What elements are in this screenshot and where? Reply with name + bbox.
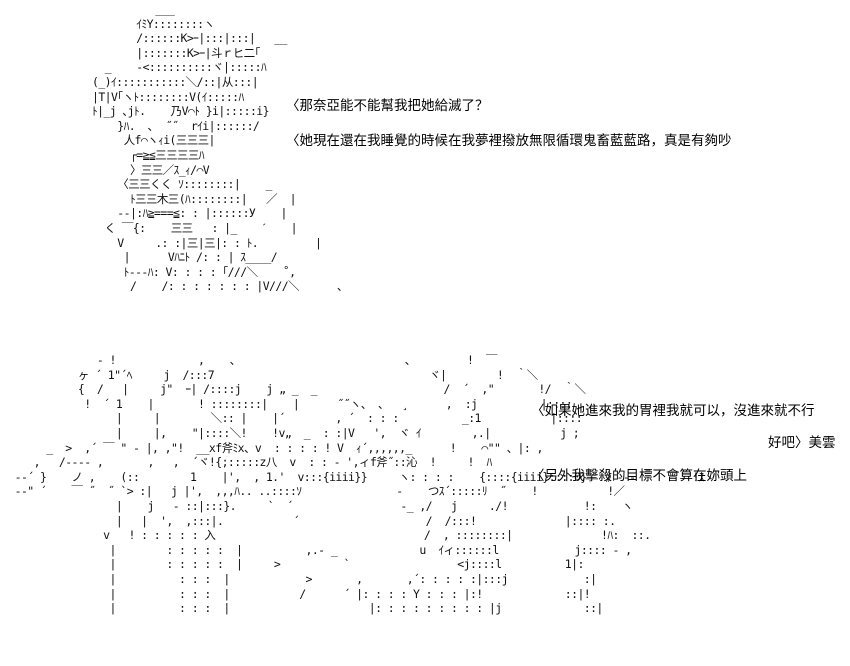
dialogue-line-5: 〈另外我擊殺的目標不會算在妳頭上 <box>531 468 747 484</box>
ascii-art-bottom-figures: - ! , 、 ､ ! ￣ ヶ ´ 1"´ﾍ j /:::7 ヾ| ! ｀＼ {… <box>14 353 716 616</box>
dialogue-line-3: 〈如果她進來我的胃裡我就可以，沒進來就不行 <box>531 403 815 419</box>
dialogue-line-4: 好吧〉美雲 <box>768 435 836 451</box>
dialogue-line-1: 〈那奈亞能不能幫我把她給滅了？ <box>286 98 489 114</box>
ascii-art-top-figure: ___ ｲﾐY::::::::ヽ /::::::K>ｰ|:::|:::| __ … <box>92 2 348 294</box>
dialogue-line-2: 〈她現在還在我睡覺的時候在我夢裡撥放無限循環鬼畜藍藍路，真是有夠吵 <box>286 133 732 149</box>
